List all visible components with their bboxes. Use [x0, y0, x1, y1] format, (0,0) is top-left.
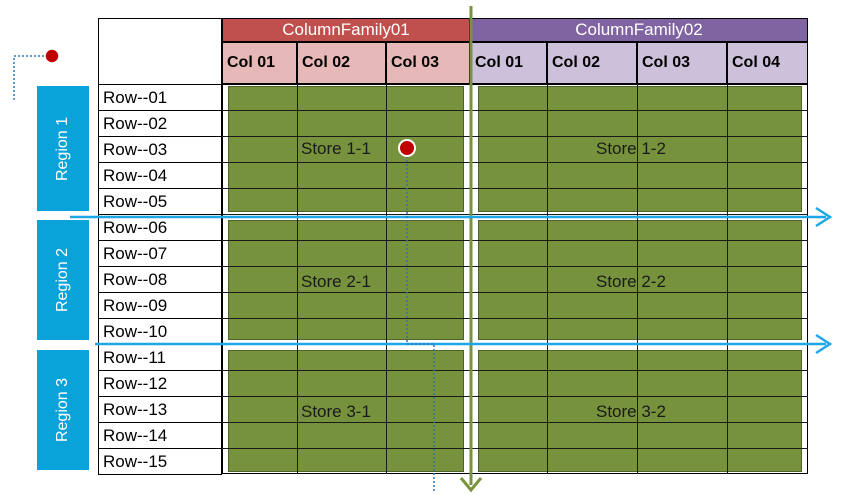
- cf2-col-01-header: Col 01: [470, 42, 547, 84]
- grid-line: [222, 422, 808, 423]
- store-label-3-2: Store 3-2: [596, 402, 666, 421]
- grid-line: [222, 266, 808, 267]
- region-2-tab: Region 2: [37, 220, 89, 340]
- data-grid: [222, 84, 808, 474]
- grid-line: [547, 84, 548, 474]
- row-label: Row--13: [98, 396, 222, 423]
- row-label-text: Row--15: [103, 451, 168, 471]
- corner-cell: [98, 18, 222, 84]
- grid-line: [222, 396, 808, 397]
- column-label: Col 01: [227, 54, 276, 71]
- row-label-text: Row--07: [103, 243, 168, 263]
- column-label: Col 03: [391, 54, 440, 71]
- grid-line: [222, 188, 808, 189]
- store-label-2-1: Store 2-1: [301, 272, 371, 291]
- grid-line: [222, 110, 808, 111]
- cf1-col-01-header: Col 01: [222, 42, 297, 84]
- column-family-02-label: ColumnFamily02: [575, 20, 703, 39]
- region-1-tab: Region 1: [37, 86, 89, 211]
- column-family-01-label: ColumnFamily01: [282, 20, 410, 39]
- row-label: Row--01: [98, 84, 222, 111]
- grid-line: [222, 136, 808, 137]
- row-labels: Row--01 Row--02 Row--03 Row--04 Row--05 …: [98, 84, 222, 475]
- row-label-text: Row--06: [103, 217, 168, 237]
- column-label: Col 03: [642, 54, 691, 71]
- row-label-text: Row--08: [103, 269, 168, 289]
- store-label-1-2: Store 1-2: [596, 139, 666, 158]
- row-label: Row--08: [98, 266, 222, 293]
- column-family-02-header: ColumnFamily02: [470, 18, 808, 42]
- row-label: Row--03: [98, 136, 222, 163]
- row-label-text: Row--04: [103, 165, 168, 185]
- row-label: Row--11: [98, 344, 222, 371]
- region-split-arrowhead-2: [815, 333, 833, 355]
- grid-line: [222, 318, 808, 319]
- cf2-col-03-header: Col 03: [637, 42, 727, 84]
- cf1-col-02-header: Col 02: [297, 42, 386, 84]
- grid-line: [222, 370, 808, 371]
- store-label-3-1: Store 3-1: [301, 402, 371, 421]
- row-label: Row--14: [98, 422, 222, 449]
- row-label-text: Row--12: [103, 373, 168, 393]
- row-label-text: Row--02: [103, 113, 168, 133]
- cf2-col-04-header: Col 04: [727, 42, 808, 84]
- row-label-text: Row--01: [103, 87, 168, 107]
- grid-line: [222, 448, 808, 449]
- grid-line: [297, 84, 298, 474]
- grid-line: [386, 84, 387, 474]
- region-split-arrowhead-1: [815, 206, 833, 228]
- column-family-01-header: ColumnFamily01: [222, 18, 470, 42]
- cf1-col-03-header: Col 03: [386, 42, 470, 84]
- row-label: Row--10: [98, 318, 222, 345]
- store-label-2-2: Store 2-2: [596, 272, 666, 291]
- row-label-text: Row--11: [103, 347, 166, 367]
- dotted-connector-top-left: [13, 55, 44, 100]
- row-label: Row--15: [98, 448, 222, 475]
- row-label-text: Row--13: [103, 399, 168, 419]
- dotted-connector-store: [406, 152, 435, 492]
- row-label-text: Row--14: [103, 425, 168, 445]
- column-label: Col 04: [732, 54, 781, 71]
- column-label: Col 02: [302, 54, 351, 71]
- vertical-split-arrowhead: [459, 477, 483, 493]
- grid-line: [727, 84, 728, 474]
- row-label: Row--09: [98, 292, 222, 319]
- row-label-text: Row--05: [103, 191, 168, 211]
- store-1-1: [228, 86, 464, 212]
- grid-line: [222, 240, 808, 241]
- column-label: Col 02: [552, 54, 601, 71]
- marker-dot-store: [398, 139, 416, 157]
- cf2-col-02-header: Col 02: [547, 42, 637, 84]
- grid-line: [222, 214, 808, 215]
- store-label-1-1: Store 1-1: [301, 139, 371, 158]
- grid-line: [222, 292, 808, 293]
- grid-line: [637, 84, 638, 474]
- row-label-text: Row--03: [103, 139, 168, 159]
- row-label-text: Row--09: [103, 295, 168, 315]
- grid-line: [222, 162, 808, 163]
- row-label-text: Row--10: [103, 321, 168, 341]
- store-1-2: [478, 86, 802, 212]
- marker-dot-top-left: [44, 48, 60, 64]
- row-label: Row--12: [98, 370, 222, 397]
- column-label: Col 01: [475, 54, 524, 71]
- region-3-tab: Region 3: [37, 350, 89, 470]
